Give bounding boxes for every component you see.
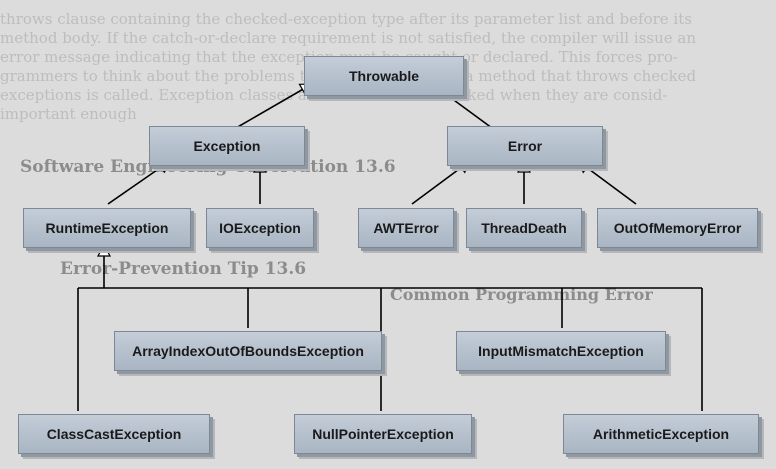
edge-awterror-error xyxy=(411,161,470,205)
node-array-index-out-of-bounds-exception: ArrayIndexOutOfBoundsException xyxy=(114,331,382,371)
edge-exception-throwable xyxy=(235,83,312,129)
node-runtime-exception: RuntimeException xyxy=(23,208,191,248)
node-input-mismatch-exception: InputMismatchException xyxy=(456,331,666,371)
node-awt-error: AWTError xyxy=(358,208,454,248)
node-out-of-memory-error: OutOfMemoryError xyxy=(597,208,758,248)
node-null-pointer-exception: NullPointerException xyxy=(294,414,472,454)
node-arithmetic-exception: ArithmeticException xyxy=(563,414,759,454)
node-error: Error xyxy=(447,126,603,166)
node-class-cast-exception: ClassCastException xyxy=(18,414,210,454)
edge-outofmemory-error xyxy=(578,161,637,205)
node-thread-death: ThreadDeath xyxy=(466,208,582,248)
node-exception: Exception xyxy=(149,126,305,166)
node-io-exception: IOException xyxy=(206,208,314,248)
edge-runtime-exception xyxy=(107,161,170,205)
node-throwable: Throwable xyxy=(304,56,464,96)
